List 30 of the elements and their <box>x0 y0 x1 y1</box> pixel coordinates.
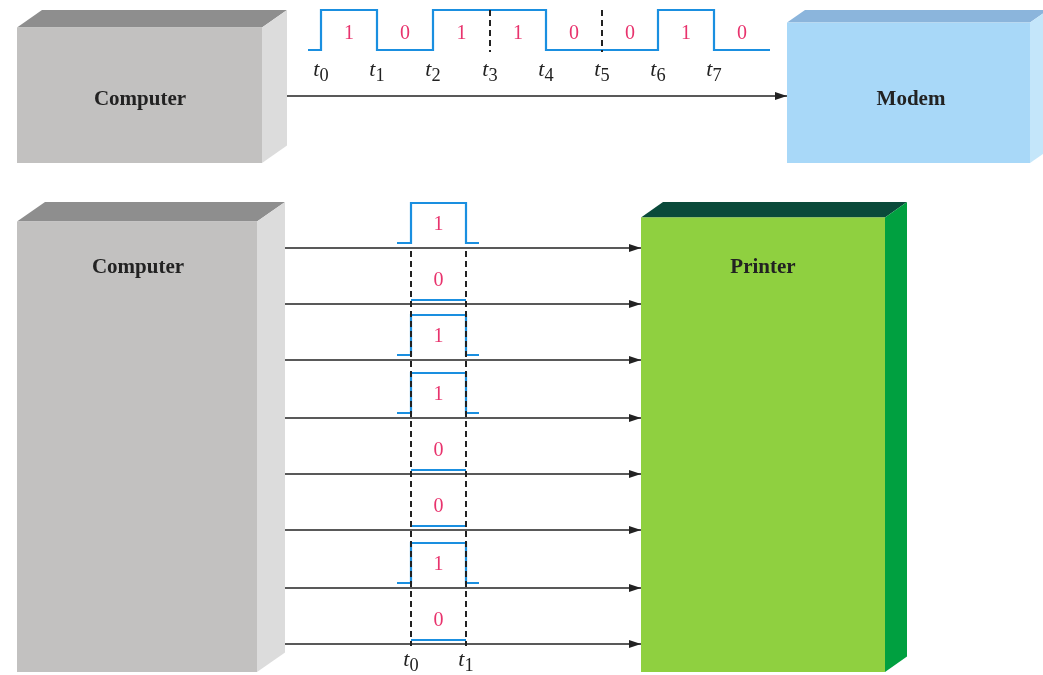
bit-value: 1 <box>433 383 444 403</box>
bit-value: 1 <box>433 553 444 573</box>
time-label: t$_{0}$ <box>403 648 419 675</box>
time-label: t$_{4}$ <box>538 58 554 85</box>
bit-value: 1 <box>456 22 467 42</box>
bit-value: 0 <box>433 269 444 289</box>
time-label: t$_{2}$ <box>425 58 441 85</box>
bit-value: 1 <box>344 22 354 42</box>
node-label: Modem <box>876 86 946 111</box>
time-label: t$_{3}$ <box>482 58 498 85</box>
time-label: t$_{6}$ <box>650 58 666 85</box>
time-label: t$_{0}$ <box>313 58 329 85</box>
bit-value: 0 <box>625 22 635 42</box>
node-label: Printer <box>730 254 796 279</box>
bit-value: 0 <box>400 22 410 42</box>
node-label: Computer <box>93 86 187 111</box>
time-label: t$_{7}$ <box>706 58 722 85</box>
bit-value: 0 <box>569 22 579 42</box>
time-label: t$_{1}$ <box>458 648 474 675</box>
bit-value: 1 <box>681 22 691 42</box>
bit-value: 0 <box>433 439 444 459</box>
bit-value: 0 <box>433 609 444 629</box>
bit-value: 1 <box>433 213 444 233</box>
time-label: t$_{5}$ <box>594 58 610 85</box>
bit-value: 0 <box>737 22 747 42</box>
bit-value: 0 <box>433 495 444 515</box>
bit-value: 1 <box>433 325 444 345</box>
bit-value: 1 <box>513 22 523 42</box>
node-label: Computer <box>91 254 185 279</box>
time-label: t$_{1}$ <box>369 58 385 85</box>
